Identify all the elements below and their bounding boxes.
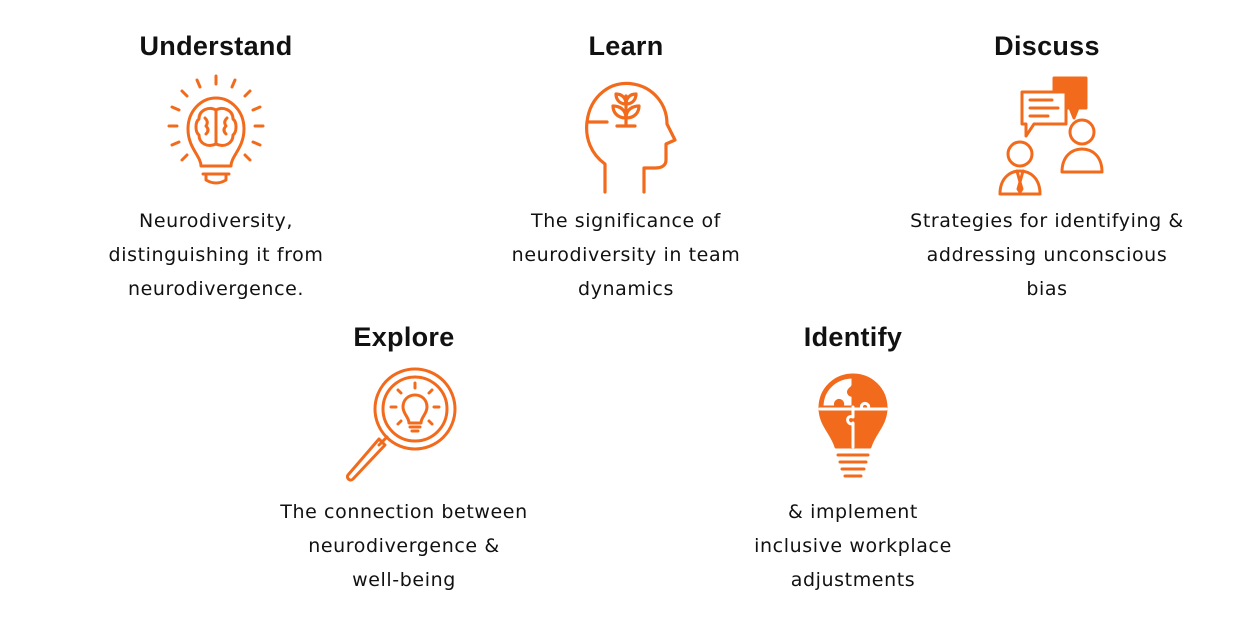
- card-description: Strategies for identifying & addressing …: [910, 210, 1184, 300]
- card-title: Understand: [139, 31, 293, 61]
- card-title: Identify: [803, 322, 903, 352]
- card-description: The significance of neurodiversity in te…: [511, 210, 741, 300]
- people-chat-icon: [998, 76, 1104, 196]
- card-explore: Explore The connection between neurodive…: [244, 321, 564, 597]
- card-title: Explore: [353, 322, 455, 352]
- head-sprout-icon: [585, 81, 677, 194]
- card-title: Discuss: [994, 31, 1100, 61]
- magnifier-lightbulb-icon: [346, 367, 457, 482]
- card-learn: Learn The significance of neurodiversity…: [466, 30, 786, 306]
- card-description: & implement inclusive workplace adjustme…: [754, 501, 952, 591]
- card-understand: Understand Neurodiver: [56, 30, 376, 306]
- card-discuss: Discuss Strategies for identifying & add…: [887, 30, 1207, 306]
- card-identify: Identify & implement inclusive workplace…: [693, 321, 1013, 597]
- lightbulb-brain-icon: [167, 74, 265, 185]
- card-description: Neurodiversity, distinguishing it from n…: [108, 210, 324, 300]
- card-description: The connection between neurodivergence &…: [280, 501, 528, 591]
- card-title: Learn: [588, 31, 664, 61]
- puzzle-lightbulb-icon: [818, 373, 888, 478]
